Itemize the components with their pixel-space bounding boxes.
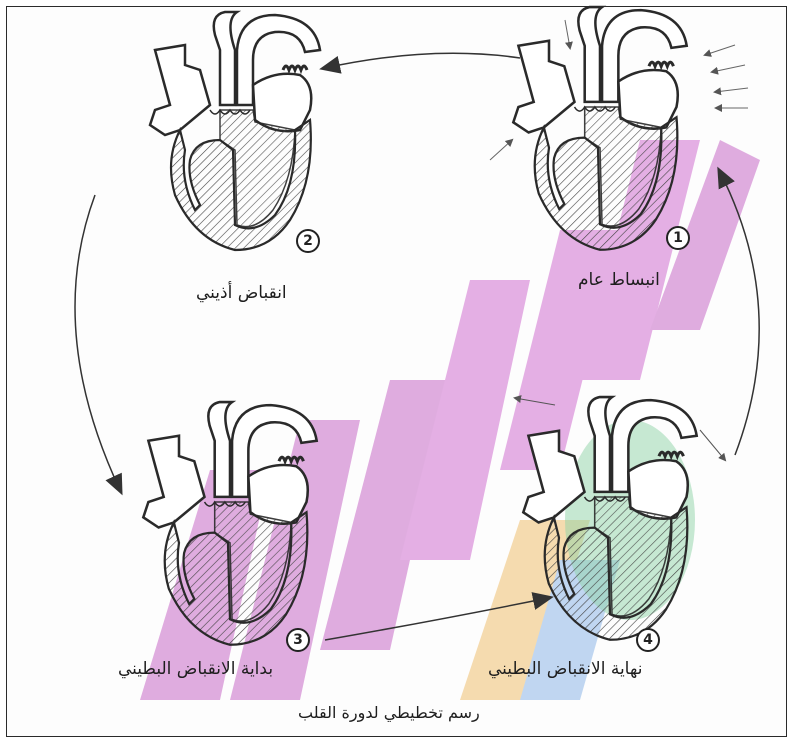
stage-number-3: 3 <box>286 628 310 652</box>
stage-label-2: انقباض أذيني <box>196 283 287 303</box>
stage-label-4: نهاية الانقباض البطيني <box>488 659 642 679</box>
stage-number-1: 1 <box>666 226 690 250</box>
stage-number-4: 4 <box>636 628 660 652</box>
arrow-1-to-2 <box>325 53 520 68</box>
stage-number-2: 2 <box>296 229 320 253</box>
stage-label-1: انبساط عام <box>578 270 660 290</box>
heart-stage-2 <box>150 12 320 250</box>
diagram-caption: رسم تخطيطي لدورة القلب <box>298 703 480 722</box>
stage-label-3: بداية الانقباض البطيني <box>118 659 273 679</box>
arrow-2-to-3 <box>75 195 120 490</box>
